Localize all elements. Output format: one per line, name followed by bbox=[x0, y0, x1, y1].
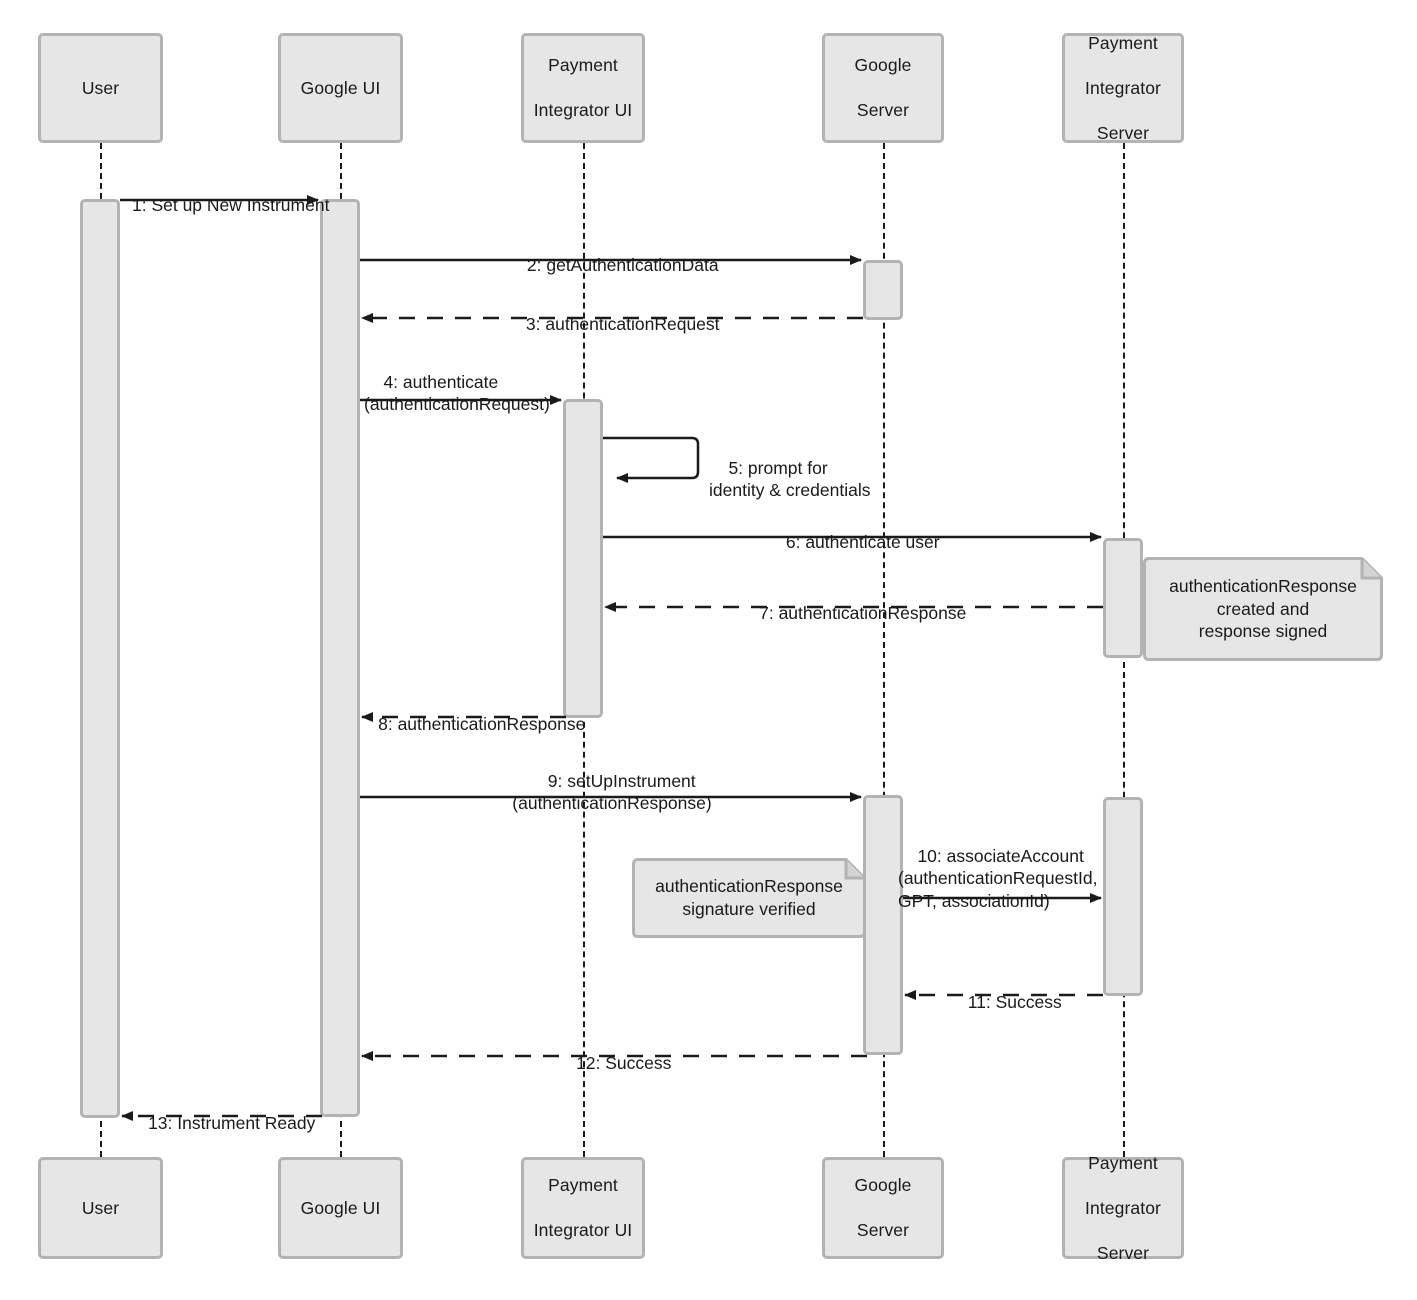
note-shape-2 bbox=[632, 858, 866, 938]
activation-google-ui bbox=[320, 199, 360, 1117]
actor-box-google-ui-top[interactable]: Google UI bbox=[278, 33, 403, 143]
activation-pi-srv-1 bbox=[1103, 538, 1143, 658]
actor-box-user-top[interactable]: User bbox=[38, 33, 163, 143]
activation-pi-ui bbox=[563, 399, 603, 718]
lifeline-google-srv bbox=[883, 143, 885, 1157]
note-shape-1 bbox=[1143, 557, 1383, 661]
msg-label-2: 2: getAuthenticationData bbox=[526, 255, 719, 276]
activation-pi-srv-2 bbox=[1103, 797, 1143, 996]
actor-label-google-ui-top: Google UI bbox=[300, 77, 381, 98]
msg-label-4: 4: authenticate(authenticationRequest) bbox=[364, 372, 550, 415]
actor-label-user-top: User bbox=[81, 77, 120, 98]
msg-label-7: 7: authenticationResponse bbox=[759, 603, 967, 624]
actor-box-google-ui-bottom[interactable]: Google UI bbox=[278, 1157, 403, 1259]
msg-label-8: 8: authenticationResponse bbox=[378, 714, 586, 735]
msg-label-9: 9: setUpInstrument(authenticationRespons… bbox=[512, 771, 712, 814]
msg-label-12: 12: Success bbox=[576, 1053, 672, 1074]
msg-label-6: 6: authenticate user bbox=[785, 532, 940, 553]
activation-user bbox=[80, 199, 120, 1118]
actor-label-google-ui-bottom: Google UI bbox=[300, 1197, 381, 1218]
actor-box-user-bottom[interactable]: User bbox=[38, 1157, 163, 1259]
msg-label-13: 13: Instrument Ready bbox=[148, 1113, 316, 1134]
arrow-msg-5 bbox=[603, 436, 700, 483]
activation-google-srv-2 bbox=[863, 795, 903, 1055]
actor-label-user-bottom: User bbox=[81, 1197, 120, 1218]
activation-google-srv-1 bbox=[863, 260, 903, 320]
msg-label-10: 10: associateAccount(authenticationReque… bbox=[898, 846, 1098, 911]
msg-label-11: 11: Success bbox=[967, 992, 1062, 1013]
msg-label-3: 3: authenticationRequest bbox=[525, 314, 720, 335]
msg-label-1: 1: Set up New Instrument bbox=[131, 195, 330, 216]
